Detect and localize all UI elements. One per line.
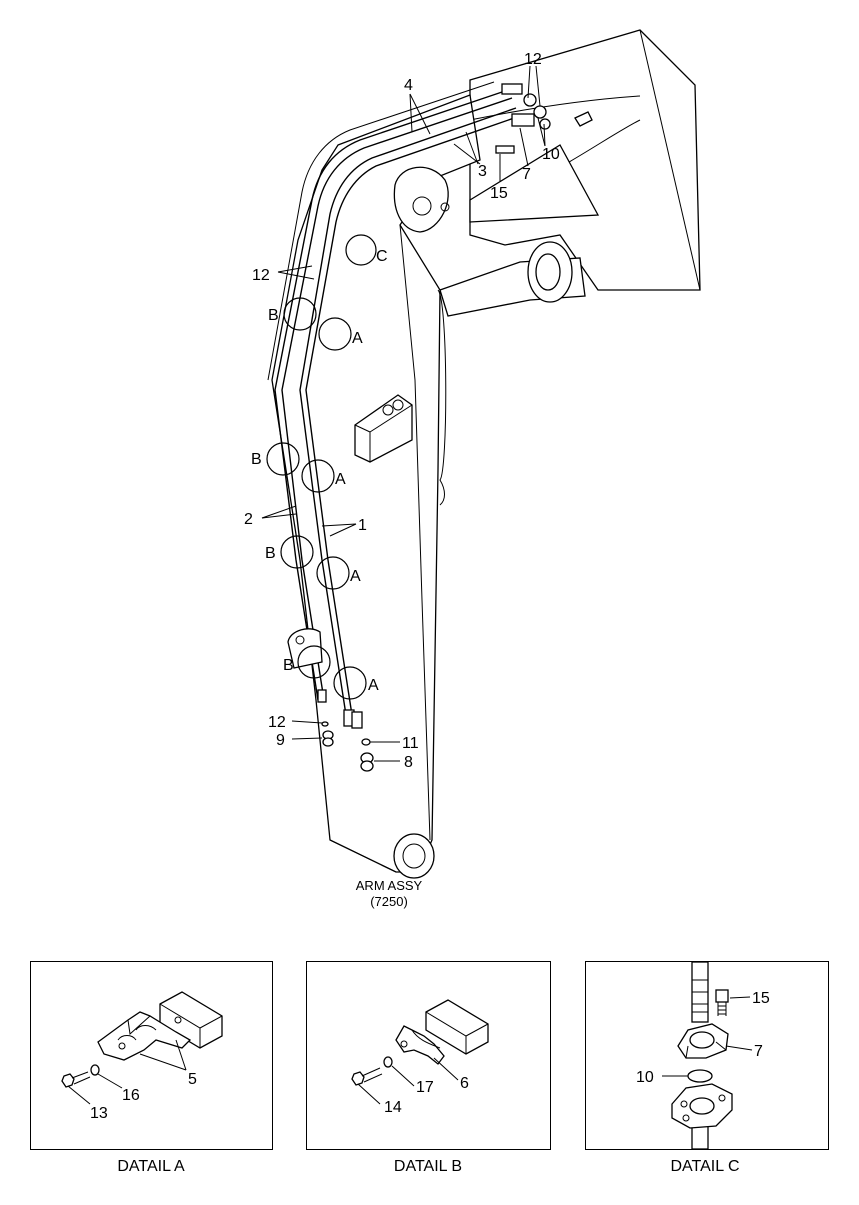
detail-circle-a4: [333, 666, 367, 700]
callout-2: 2: [244, 511, 253, 528]
assembly-title: ARM ASSY: [356, 878, 423, 893]
arm-pad-block: [354, 394, 413, 463]
detail-circle-b3: [280, 535, 314, 569]
detail-circle-c: [345, 234, 377, 266]
marker-a1: A: [352, 330, 363, 347]
detail-circle-a3: [316, 556, 350, 590]
marker-b4: B: [283, 657, 294, 674]
boom-body: [469, 29, 701, 291]
pipe-2-outer: [274, 89, 509, 701]
detail-a-part-5: 5: [188, 1071, 197, 1088]
detail-a-panel: 5 16 13: [30, 961, 273, 1150]
detail-a-caption: DATAIL A: [117, 1158, 185, 1175]
detail-b-caption: DATAIL B: [394, 1158, 462, 1175]
callout-7: 7: [522, 166, 531, 183]
detail-circle-b2: [266, 442, 300, 476]
callout-11: 11: [402, 735, 419, 752]
pipe-1-inner: [299, 107, 517, 716]
callout-15: 15: [490, 185, 508, 202]
detail-c-panel: 15 7 10: [585, 961, 829, 1150]
detail-a-part-13: 13: [90, 1105, 108, 1122]
marker-b3: B: [265, 545, 276, 562]
detail-circle-a2: [301, 459, 335, 493]
detail-circle-a1: [318, 317, 352, 351]
marker-b2: B: [251, 451, 262, 468]
detail-circle-b1: [283, 297, 317, 331]
detail-c-part-15: 15: [752, 990, 770, 1007]
assembly-number: (7250): [370, 894, 408, 909]
callout-10: 10: [542, 146, 560, 163]
bottom-fittings: [317, 689, 374, 772]
callout-12-left: 12: [252, 267, 270, 284]
marker-c: C: [376, 248, 388, 265]
callout-12-bottom: 12: [268, 714, 286, 731]
arm-assembly-drawing: [261, 29, 701, 879]
detail-c-part-10: 10: [636, 1069, 654, 1086]
callout-9: 9: [276, 732, 285, 749]
detail-b-part-14: 14: [384, 1099, 402, 1116]
callout-8: 8: [404, 754, 413, 771]
detail-b-part-6: 6: [460, 1075, 469, 1092]
marker-a3: A: [350, 568, 361, 585]
detail-a-part-16: 16: [122, 1087, 140, 1104]
marker-b1: B: [268, 307, 279, 324]
callout-3: 3: [478, 163, 487, 180]
callout-1: 1: [358, 517, 367, 534]
marker-a4: A: [368, 677, 379, 694]
detail-b-panel: 6 17 14: [306, 961, 551, 1150]
detail-circle-b4: [297, 645, 331, 679]
callout-4: 4: [404, 77, 413, 94]
detail-b-part-17: 17: [416, 1079, 434, 1096]
detail-c-part-7: 7: [754, 1043, 763, 1060]
callout-12-top: 12: [524, 51, 542, 68]
marker-a2: A: [335, 471, 346, 488]
detail-c-caption: DATAIL C: [670, 1158, 739, 1175]
